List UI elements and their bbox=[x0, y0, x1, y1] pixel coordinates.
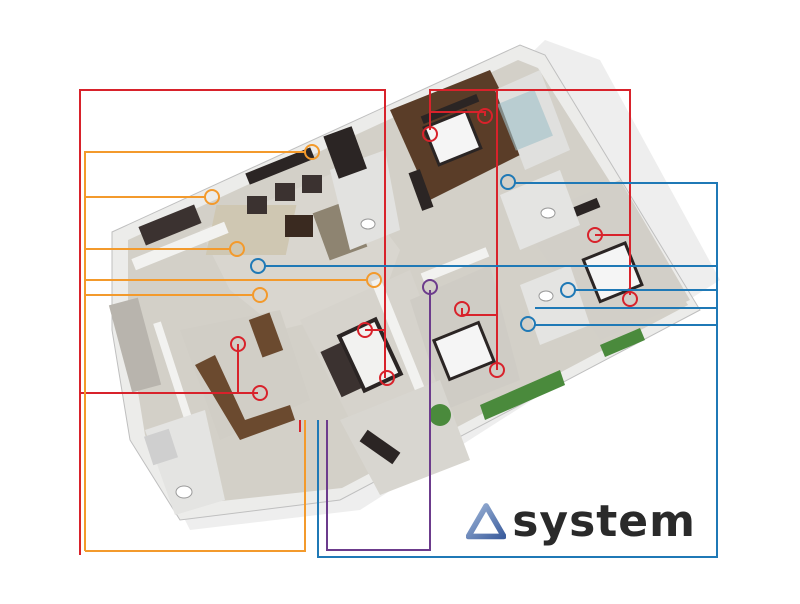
red-bed-right bbox=[461, 90, 498, 316]
red-node-master-2 bbox=[477, 108, 493, 124]
blue-node-bath-r2 bbox=[520, 316, 536, 332]
red-node-bedroom-r2 bbox=[622, 291, 638, 307]
red-node-bedroom-r bbox=[587, 227, 603, 243]
orange-bottom bbox=[85, 420, 306, 552]
purple-node-dining bbox=[422, 279, 438, 295]
blue-node-bath-r bbox=[560, 282, 576, 298]
orange-node-living bbox=[229, 241, 245, 257]
tv-console bbox=[245, 147, 315, 185]
panel-connectors bbox=[299, 420, 328, 432]
lounger bbox=[359, 429, 401, 465]
bathroom-top-center bbox=[323, 126, 400, 250]
utility-wall bbox=[131, 221, 229, 271]
kitchen-wall-left bbox=[153, 321, 195, 429]
red-node-bedroom-c2 bbox=[489, 362, 505, 378]
master-headboard bbox=[420, 94, 480, 124]
bath-r-toilet bbox=[540, 207, 556, 219]
orange-node-utility bbox=[252, 287, 268, 303]
balcony bbox=[340, 328, 645, 495]
red-master-loop bbox=[429, 89, 631, 295]
garden-strip bbox=[480, 370, 565, 420]
kitchen-counter bbox=[195, 355, 295, 440]
wire-circuit-purple bbox=[326, 279, 438, 551]
purple-main bbox=[326, 290, 431, 551]
brand-logo: system bbox=[466, 496, 696, 548]
armchair-2 bbox=[275, 183, 295, 201]
armchair-1 bbox=[247, 196, 267, 214]
utility-counter bbox=[108, 297, 162, 393]
kitchen-island bbox=[248, 312, 284, 358]
orange-node-tv bbox=[304, 144, 320, 160]
bath-r-floor bbox=[500, 170, 580, 250]
master-bed bbox=[422, 108, 483, 167]
bedroom-center bbox=[410, 265, 520, 410]
red-node-dining-2 bbox=[379, 370, 395, 386]
bathroom-bottom-left bbox=[144, 410, 225, 515]
red-node-master-1 bbox=[422, 126, 438, 142]
garden-strip-2 bbox=[600, 328, 645, 357]
bedroom-r-bed bbox=[581, 241, 644, 304]
master-bedroom bbox=[390, 70, 530, 211]
blue-main bbox=[317, 182, 718, 558]
armchair-3 bbox=[302, 175, 322, 193]
bath-tc-dark-wall bbox=[323, 126, 367, 179]
bath-r2-toilet bbox=[538, 290, 554, 302]
master-wardrobe bbox=[408, 169, 434, 211]
glass-panel-top bbox=[497, 89, 553, 151]
blue-node-bath-tr bbox=[500, 174, 516, 190]
orange-node-wardrobe bbox=[204, 189, 220, 205]
red-main-loop bbox=[79, 89, 386, 555]
utility-area bbox=[108, 204, 229, 393]
red-master-link bbox=[430, 111, 486, 116]
red-node-dining-1 bbox=[357, 322, 373, 338]
dining-bench bbox=[320, 342, 362, 398]
red-node-kitchen-2 bbox=[252, 385, 268, 401]
orange-main bbox=[84, 151, 305, 551]
wire-circuit-red bbox=[79, 89, 638, 555]
living-rug bbox=[205, 205, 297, 255]
orange-node-sofa bbox=[366, 272, 382, 288]
wire-circuit-orange bbox=[84, 144, 382, 552]
red-node-bedroom-c1 bbox=[454, 301, 470, 317]
blue-node-living bbox=[250, 258, 266, 274]
wardrobe-left bbox=[138, 204, 202, 246]
bath-tc-toilet bbox=[360, 218, 376, 230]
coffee-table bbox=[285, 215, 313, 237]
kitchen bbox=[153, 310, 310, 440]
triangle-logo-icon bbox=[466, 503, 507, 540]
bath-bl-shower bbox=[144, 428, 178, 466]
bedroom-c-bed bbox=[431, 320, 497, 382]
bath-bl-toilet bbox=[175, 485, 193, 499]
wire-circuit-blue bbox=[250, 174, 718, 558]
red-node-kitchen-1 bbox=[230, 336, 246, 352]
garden-plant bbox=[429, 404, 451, 426]
brand-name: system bbox=[512, 496, 696, 547]
bathroom-top-right bbox=[495, 70, 570, 170]
